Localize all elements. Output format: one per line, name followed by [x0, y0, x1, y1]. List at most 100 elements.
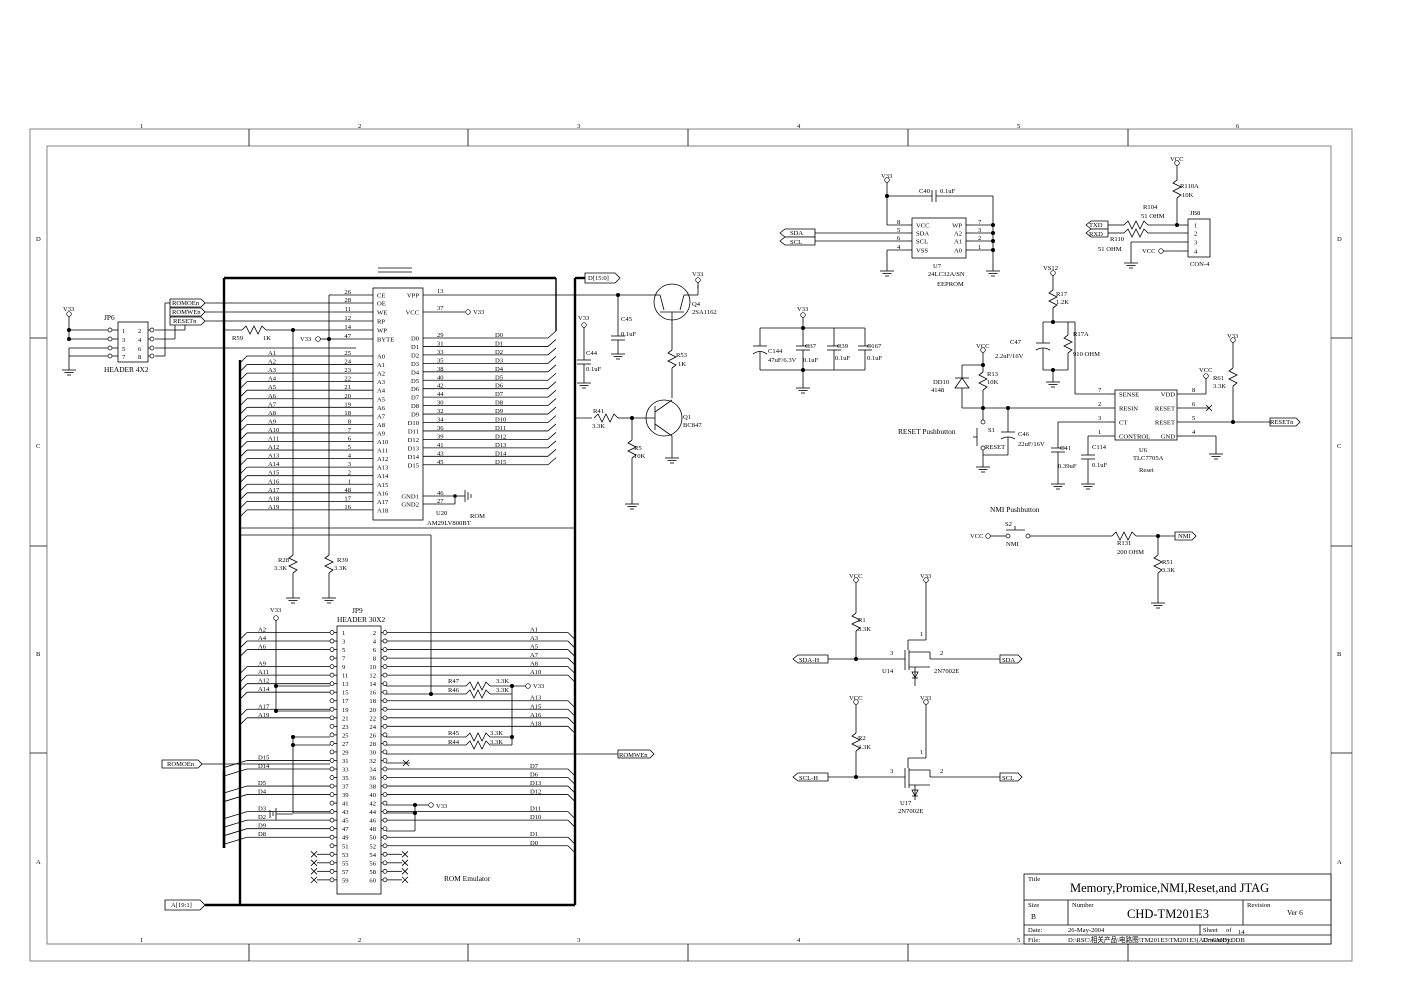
rom-pin-name: D11 [408, 428, 419, 435]
wire [567, 717, 576, 726]
q4-transistor: V33 Q4 2SA1162 [653, 271, 717, 350]
jp9-left-net: D15 [258, 754, 270, 761]
jp9-right-net: A7 [530, 652, 539, 659]
c45-ref: C45 [621, 316, 633, 323]
jp9-pin [382, 749, 388, 755]
wire [547, 415, 557, 423]
jp9-pin [329, 792, 335, 797]
jp9-pin-number: 60 [369, 877, 376, 884]
u6-pin-number: 7 [1098, 387, 1102, 394]
eeprom-pin-name: VCC [916, 223, 930, 230]
jp9-pin-number: 1 [342, 630, 345, 637]
wire [223, 794, 248, 802]
rom-pin-number: 18 [344, 410, 351, 417]
wire [239, 458, 248, 466]
rom-pin-number: 2 [348, 470, 351, 477]
rom-data-net: D12 [495, 433, 506, 440]
rom-pin-name: A8 [377, 422, 386, 429]
jp9-pullup-v33-label: V33 [533, 683, 545, 690]
r17-value: 1.2K [1056, 299, 1069, 306]
rom-pin-number: 29 [437, 332, 444, 339]
dd10-ref: DD10 [933, 379, 950, 386]
txd-port-label: TXD [1089, 222, 1103, 229]
jp9-v33-right-label: V33 [436, 803, 448, 810]
wire [239, 449, 248, 458]
rom-pin-number: 24 [344, 359, 351, 366]
no-connect-mark [310, 876, 318, 884]
jp9-pin-number: 47 [342, 826, 349, 833]
q4-ref: Q4 [692, 301, 701, 308]
jp9-pin-number: 26 [369, 732, 376, 739]
jp9-pin [382, 834, 388, 840]
u6-pin-name: CT [1119, 420, 1127, 427]
jp9-pin [382, 860, 388, 866]
scl-port-eeprom-label: SCL [790, 239, 802, 246]
wire [547, 398, 557, 406]
wire [567, 649, 576, 657]
u14-ref: U14 [882, 668, 894, 675]
jp6-pin-number: 5 [122, 346, 126, 353]
u17-pin1: 1 [920, 749, 923, 756]
jp6-pin [107, 353, 113, 359]
jp9-left-net: D9 [258, 823, 267, 830]
rom-addr-net: A11 [268, 436, 279, 443]
r104-value: 51 OHM [1141, 213, 1165, 220]
jp9-pin-number: 54 [369, 852, 376, 859]
jp9-pin [329, 749, 335, 755]
jp9-pin [382, 698, 388, 704]
rom-pin-number: 42 [437, 383, 444, 390]
u6-pin-name: RESET [1155, 406, 1175, 413]
c40-value: 0.1uF [940, 188, 956, 195]
wire [239, 364, 248, 372]
r51-value: 3.3K [1162, 567, 1175, 574]
r2-vcc-label: VCC [849, 695, 863, 702]
rxd-port-label: RXD [1089, 231, 1103, 238]
rom-pin-number: 12 [344, 315, 351, 322]
rom-pin-number: 45 [437, 459, 444, 466]
jp9-pin [329, 843, 335, 849]
wire [239, 407, 248, 415]
rom-pin-number: 26 [344, 289, 351, 296]
wire [239, 372, 248, 381]
r13-value: 10K [987, 379, 999, 386]
wire [239, 389, 248, 398]
wire [567, 640, 576, 649]
jp9-left-net: A6 [258, 644, 267, 651]
jb8-ref: JB8 [1190, 210, 1201, 217]
u6-pin-name: SENSE [1119, 392, 1139, 399]
rom-addr-net: A2 [268, 359, 276, 366]
r39-resistor: V33 R39 3.3K [300, 294, 356, 604]
wire [567, 700, 576, 709]
wire [567, 777, 576, 785]
jp9-right-net: D6 [530, 772, 539, 779]
jp9-left-net: A12 [258, 678, 269, 685]
jp9-pin [329, 860, 335, 866]
jp9-pin-number: 42 [369, 801, 376, 808]
eeprom-pin-name: SCL [916, 239, 928, 246]
s2-ref: S2 [1005, 521, 1012, 528]
c46-ref: C46 [1018, 431, 1030, 438]
resetn-port-left-label: RESETn [173, 318, 197, 325]
s1-value: RESET [985, 444, 1005, 451]
rom-pin-number: 23 [344, 367, 351, 374]
col-label-4: 4 [797, 123, 801, 130]
jp9-pin [329, 698, 335, 704]
r53-ref: R53 [676, 352, 688, 359]
r51-ref: R51 [1162, 559, 1173, 566]
u6-pin-number: 2 [1098, 401, 1101, 408]
u6-ref: U6 [1139, 447, 1148, 454]
rom-addr-net: A16 [268, 478, 280, 485]
jp9-pin-number: 9 [342, 664, 346, 671]
wire [547, 432, 557, 440]
rom-pin-name: A13 [377, 465, 389, 472]
r104-ref: R104 [1143, 204, 1158, 211]
rom-pin-number: 27 [437, 498, 444, 505]
jp9-pin-number: 5 [342, 647, 346, 654]
u17-pin3: 3 [890, 768, 894, 775]
jp9-pin [329, 766, 335, 772]
rom-data-net: D15 [495, 459, 507, 466]
col-label-2: 2 [358, 123, 361, 130]
nmi-circuit: NMI Pushbutton VCC S2 NMI R131 200 OHM R… [970, 505, 1175, 609]
u6-label: Reset [1139, 467, 1154, 474]
rom-vcc-v33-label: V33 [473, 309, 485, 316]
